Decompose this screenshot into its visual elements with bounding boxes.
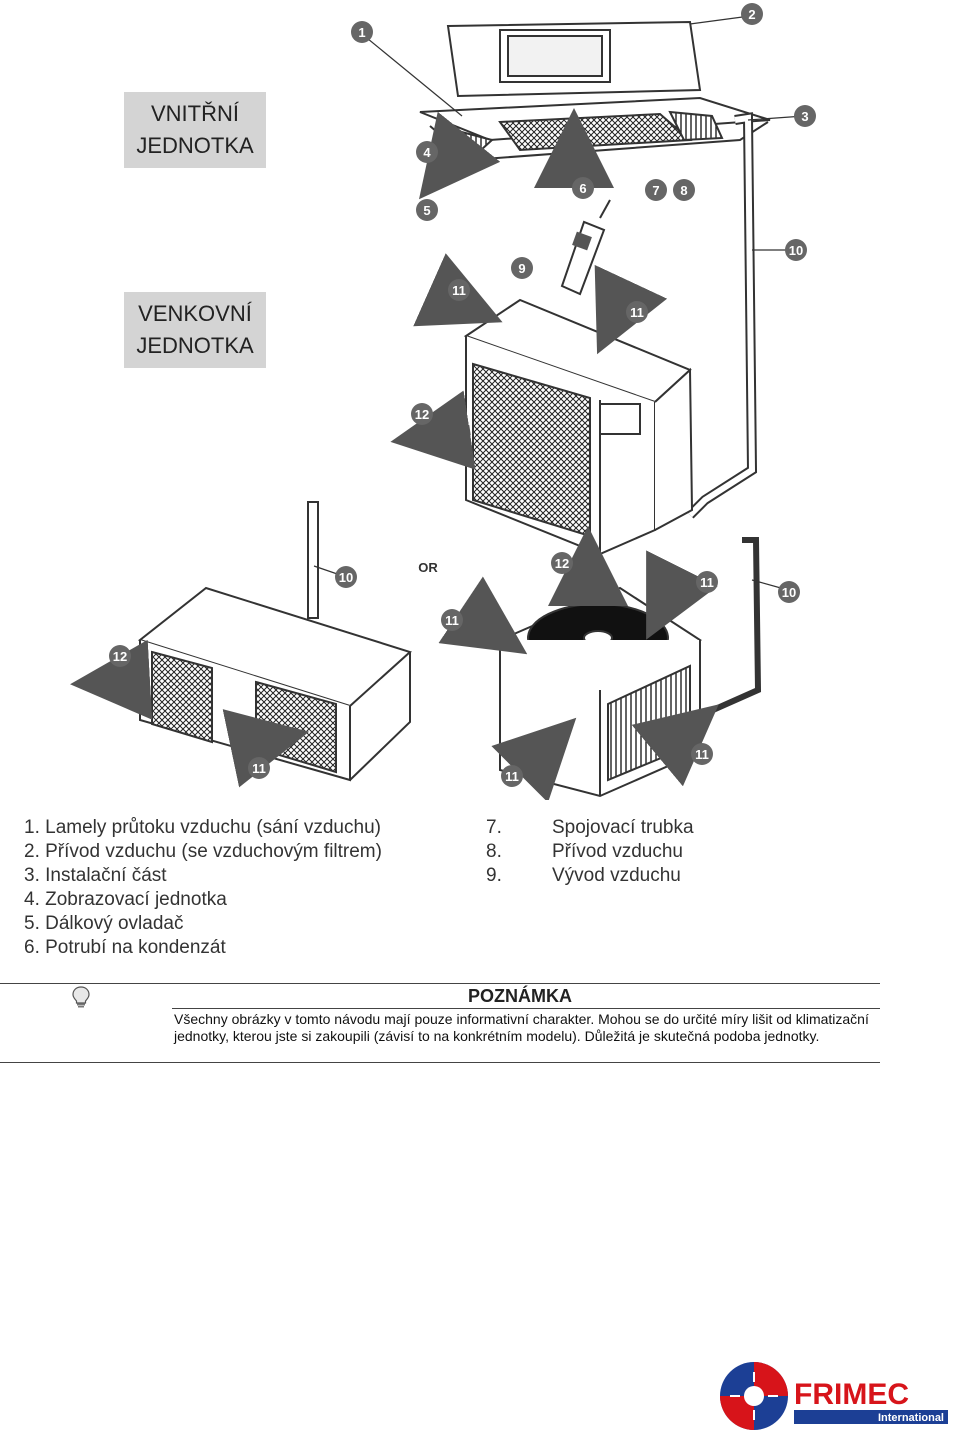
callout-11: 11 <box>696 571 718 593</box>
frimec-logo: FRIMEC International <box>720 1362 948 1430</box>
svg-text:10: 10 <box>339 570 353 585</box>
callout-12: 12 <box>109 645 131 667</box>
legend-item-1: 1. Lamely průtoku vzduchu (sání vzduchu) <box>24 817 381 838</box>
svg-text:11: 11 <box>700 575 714 590</box>
note-text: Všechny obrázky v tomto návodu mají pouz… <box>174 1011 869 1044</box>
legend-item-8: 8.Přívod vzduchu <box>486 841 683 862</box>
svg-text:1: 1 <box>358 25 365 40</box>
callout-11: 11 <box>626 301 648 323</box>
svg-text:11: 11 <box>505 769 519 784</box>
svg-text:5: 5 <box>423 203 430 218</box>
svg-text:International: International <box>878 1412 944 1424</box>
callout-11: 11 <box>248 757 270 779</box>
legend-item-3: 3. Instalační část <box>24 865 167 886</box>
air-conditioner-diagram: 1 2 3 4 5 6 7 8 9 10 11 11 12 10 12 11 1… <box>70 3 816 800</box>
lightbulb-icon <box>72 986 90 1008</box>
note-title: POZNÁMKA <box>468 986 572 1006</box>
callout-4: 4 <box>416 141 438 163</box>
svg-text:8: 8 <box>680 183 687 198</box>
callout-2: 2 <box>741 3 763 25</box>
svg-text:12: 12 <box>113 649 127 664</box>
indoor-cassette-unit <box>419 20 771 162</box>
svg-text:11: 11 <box>452 283 466 298</box>
indoor-unit-label: VNITŘNÍ JEDNOTKA <box>124 92 266 168</box>
callout-7: 7 <box>645 179 667 201</box>
legend-item-4: 4. Zobrazovací jednotka <box>24 889 227 910</box>
callout-11: 11 <box>501 765 523 787</box>
callout-10: 10 <box>785 239 807 261</box>
legend-item-7: 7.Spojovací trubka <box>486 817 694 838</box>
svg-text:7: 7 <box>652 183 659 198</box>
callout-11: 11 <box>448 279 470 301</box>
outdoor-unit-label: VENKOVNÍ JEDNOTKA <box>124 292 266 368</box>
outdoor-split-unit <box>463 298 694 556</box>
callout-9: 9 <box>511 257 533 279</box>
svg-text:11: 11 <box>252 761 266 776</box>
svg-text:10: 10 <box>782 585 796 600</box>
legend-item-5: 5. Dálkový ovladač <box>24 913 184 934</box>
legend-left: 1. Lamely průtoku vzduchu (sání vzduchu)… <box>24 816 382 960</box>
or-label: OR <box>418 560 438 575</box>
svg-text:FRIMEC: FRIMEC <box>794 1378 909 1411</box>
remote-control <box>560 199 611 296</box>
callout-6: 6 <box>572 177 594 199</box>
svg-text:12: 12 <box>555 556 569 571</box>
svg-text:4: 4 <box>423 145 431 160</box>
legend-item-2: 2. Přívod vzduchu (se vzduchovým filtrem… <box>24 841 382 862</box>
callout-12: 12 <box>411 403 433 425</box>
svg-text:9: 9 <box>518 261 525 276</box>
callout-1: 1 <box>351 21 373 43</box>
outdoor-horizontal-unit <box>137 501 412 782</box>
callout-10: 10 <box>335 566 357 588</box>
airflow-arrows <box>70 108 719 800</box>
svg-text:11: 11 <box>695 747 709 762</box>
svg-text:2: 2 <box>748 7 755 22</box>
callout-5: 5 <box>416 199 438 221</box>
callout-3: 3 <box>794 105 816 127</box>
legend-right: 7.Spojovací trubka 8.Přívod vzduchu 9.Vý… <box>486 816 694 888</box>
svg-text:11: 11 <box>630 305 644 320</box>
callout-8: 8 <box>673 179 695 201</box>
callout-10: 10 <box>778 581 800 603</box>
callout-11: 11 <box>441 609 463 631</box>
note-bottom-rule <box>0 1062 880 1063</box>
svg-text:11: 11 <box>445 613 459 628</box>
legend-item-9: 9.Vývod vzduchu <box>486 865 681 886</box>
svg-text:3: 3 <box>801 109 808 124</box>
svg-text:6: 6 <box>579 181 586 196</box>
callout-11: 11 <box>691 743 713 765</box>
note-title-rule <box>172 1008 880 1009</box>
callout-markers: 1 2 3 4 5 6 7 8 9 10 11 11 12 10 12 11 1… <box>109 3 816 787</box>
callout-12: 12 <box>551 552 573 574</box>
connecting-pipe <box>686 112 758 519</box>
note-top-rule <box>0 983 880 984</box>
svg-text:10: 10 <box>789 243 803 258</box>
legend-item-6: 6. Potrubí na kondenzát <box>24 937 226 958</box>
svg-text:12: 12 <box>415 407 429 422</box>
